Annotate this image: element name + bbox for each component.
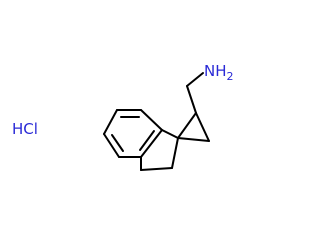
- bond-c1-spiro: [161, 129, 179, 139]
- double-bond-c6-c1: [139, 130, 155, 151]
- salt-label: HCl: [12, 120, 38, 138]
- bond-c3-c4: [103, 109, 118, 135]
- amine-subscript: 2: [227, 70, 234, 83]
- bond-spiro-c7: [171, 137, 179, 169]
- bond-c6-c1: [140, 129, 163, 158]
- bond-c10-spiro: [177, 137, 210, 142]
- bond-c4-c5: [103, 133, 120, 158]
- bond-c7-c8: [140, 167, 173, 171]
- bond-c9-ch2: [186, 85, 197, 114]
- amine-label: NH2: [204, 62, 234, 83]
- bond-ch2-n: [186, 72, 204, 87]
- structure-diagram: NH2 HCl: [12, 62, 234, 171]
- bond-spiro-c9: [177, 112, 197, 139]
- double-bond-c4-c5: [111, 134, 124, 152]
- benzene-ring: [103, 109, 163, 158]
- bond-c1-c2: [140, 109, 163, 131]
- cyclopentane-ring: [140, 129, 179, 171]
- amine-symbol: NH: [204, 62, 227, 80]
- aminomethyl-chain: [186, 72, 204, 114]
- bond-c9-c10: [195, 112, 210, 142]
- cyclopropane-ring: [177, 112, 210, 142]
